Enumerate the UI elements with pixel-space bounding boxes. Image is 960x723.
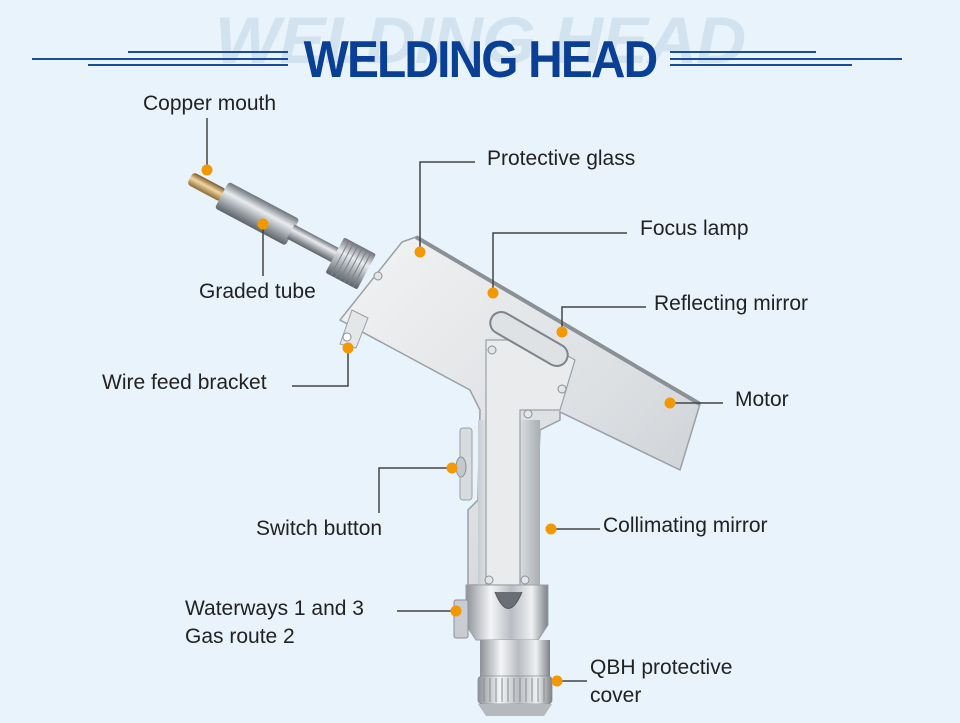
marker-qbh bbox=[551, 675, 563, 687]
screw bbox=[487, 345, 497, 355]
screw bbox=[557, 384, 567, 394]
copper-mouth-part bbox=[188, 173, 226, 201]
title-rule-left-1 bbox=[128, 51, 288, 53]
qbh-cover-part bbox=[480, 640, 550, 678]
screw bbox=[523, 409, 533, 419]
title-rule-right-2 bbox=[670, 58, 902, 60]
label-collimating-mirror: Collimating mirror bbox=[603, 514, 768, 537]
marker-motor bbox=[664, 397, 676, 409]
marker-wire-feed-bracket bbox=[342, 342, 354, 354]
title-rule-right-1 bbox=[670, 51, 816, 53]
label-motor: Motor bbox=[735, 388, 789, 411]
screw bbox=[520, 575, 530, 585]
marker-reflecting-mirror bbox=[556, 326, 568, 338]
knurled-nut bbox=[326, 238, 376, 289]
label-graded-tube: Graded tube bbox=[199, 280, 316, 303]
nozzle-assembly bbox=[188, 173, 376, 289]
screw bbox=[484, 575, 494, 585]
focus-window bbox=[489, 311, 569, 367]
label-copper-mouth: Copper mouth bbox=[143, 92, 277, 115]
label-wire-feed-bracket: Wire feed bracket bbox=[102, 371, 267, 394]
screw bbox=[373, 271, 383, 281]
label-switch-button: Switch button bbox=[256, 517, 383, 540]
title-rule-right-3 bbox=[670, 64, 852, 66]
marker-collimating-mirror bbox=[545, 523, 557, 535]
marker-copper-mouth bbox=[201, 164, 213, 176]
label-waterways: Waterways 1 and 3 bbox=[185, 597, 364, 620]
title-watermark: WELDING HEAD bbox=[214, 3, 746, 77]
leader-switch-button bbox=[378, 467, 452, 513]
page-title: WELDING HEAD bbox=[303, 31, 659, 89]
marker-graded-tube bbox=[257, 218, 269, 230]
title-rule-left-3 bbox=[88, 64, 288, 66]
label-gas-route: Gas route 2 bbox=[185, 625, 295, 648]
marker-waterways bbox=[450, 605, 462, 617]
marker-protective-glass bbox=[414, 246, 426, 258]
title-rule-left-2 bbox=[32, 58, 288, 60]
marker-switch-button bbox=[446, 462, 458, 474]
graded-tube-part bbox=[215, 182, 299, 245]
label-protective-glass: Protective glass bbox=[487, 147, 636, 170]
marker-focus-lamp bbox=[487, 287, 499, 299]
label-qbh-cover: cover bbox=[590, 684, 642, 707]
leader-wire-feed-bracket bbox=[292, 348, 349, 387]
label-reflecting-mirror: Reflecting mirror bbox=[654, 292, 809, 315]
label-focus-lamp: Focus lamp bbox=[640, 217, 749, 240]
leader-protective-glass bbox=[419, 161, 475, 252]
header: WELDING HEAD WELDING HEAD bbox=[0, 0, 960, 100]
leader-reflecting-mirror bbox=[561, 306, 646, 332]
label-qbh-protective: QBH protective bbox=[590, 656, 733, 679]
shaft-part bbox=[286, 224, 343, 264]
leader-focus-lamp bbox=[492, 232, 627, 293]
